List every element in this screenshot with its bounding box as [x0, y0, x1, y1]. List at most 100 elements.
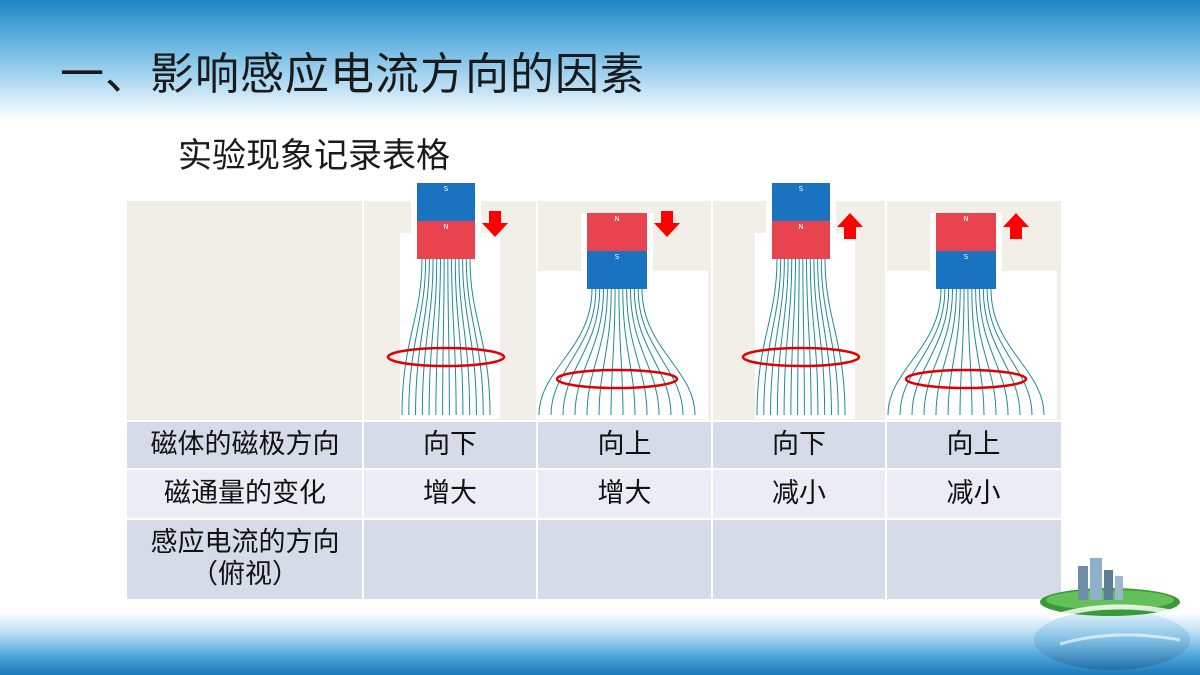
field-line — [986, 288, 1033, 416]
table-divider — [711, 201, 713, 599]
field-line — [629, 288, 660, 416]
field-line — [824, 258, 846, 416]
induced-current-4[interactable] — [886, 519, 1061, 599]
induced-current-1[interactable] — [363, 519, 537, 599]
field-line — [923, 288, 954, 416]
magnet-top-pole — [936, 213, 996, 251]
coil-ring — [386, 346, 506, 368]
magnet-top-pole-label: S — [799, 185, 804, 193]
pole-direction-2: 向上 — [537, 421, 712, 469]
pole-direction-4: 向上 — [886, 421, 1061, 469]
magnet-diagram-2: NS — [537, 211, 708, 419]
field-line — [586, 288, 608, 416]
slide-title: 一、影响感应电流方向的因素 — [60, 49, 645, 100]
field-line — [637, 288, 684, 416]
field-line — [756, 258, 778, 416]
table-corner-cell — [127, 201, 363, 421]
magnet-top-pole-label: N — [963, 215, 968, 223]
field-line — [401, 258, 423, 416]
field-line — [809, 258, 819, 416]
row-label-induced-current: 感应电流的方向 （俯视） — [127, 519, 363, 599]
field-line — [538, 288, 593, 416]
field-line — [618, 288, 624, 416]
magnet-bottom-pole — [417, 221, 475, 259]
field-line — [959, 288, 965, 416]
field-line — [817, 258, 832, 416]
field-line — [469, 258, 491, 416]
magnet-diagram-1: SN — [386, 183, 508, 419]
field-line — [806, 258, 812, 416]
magnet-top-pole — [772, 183, 830, 221]
flux-change-3: 减小 — [712, 469, 886, 519]
field-line — [947, 288, 961, 416]
field-line — [421, 258, 434, 416]
magnet-diagram-4: NS — [886, 213, 1057, 419]
field-line — [899, 288, 946, 416]
field-line — [911, 288, 950, 416]
field-line — [451, 258, 457, 416]
field-line — [813, 258, 826, 416]
field-line — [408, 258, 427, 416]
field-line — [967, 288, 973, 416]
induced-current-3[interactable] — [712, 519, 886, 599]
field-line — [598, 288, 612, 416]
field-line — [935, 288, 957, 416]
arrow-up-icon — [837, 213, 863, 239]
field-line — [415, 258, 430, 416]
field-line — [887, 288, 942, 416]
arrow-down-icon — [654, 211, 680, 237]
field-line — [990, 288, 1045, 416]
magnet-bottom-pole-label: N — [443, 223, 448, 231]
field-line — [574, 288, 605, 416]
field-line — [428, 258, 438, 416]
coil-ring — [741, 346, 861, 368]
field-line — [975, 288, 997, 416]
row-label-pole-direction: 磁体的磁极方向 — [127, 421, 363, 469]
table-divider — [127, 420, 1061, 422]
field-line — [465, 258, 484, 416]
field-line — [435, 258, 441, 416]
table-divider — [127, 468, 1061, 470]
field-line — [462, 258, 477, 416]
induced-current-2[interactable] — [537, 519, 712, 599]
field-line — [550, 288, 597, 416]
field-line — [763, 258, 782, 416]
field-line — [610, 288, 616, 416]
field-line — [442, 258, 445, 416]
field-line — [622, 288, 636, 416]
field-line — [770, 258, 785, 416]
field-line — [802, 258, 805, 416]
field-line — [633, 288, 672, 416]
magnet-top-pole — [417, 183, 475, 221]
flux-change-4: 减小 — [886, 469, 1061, 519]
field-line — [971, 288, 985, 416]
field-line — [797, 258, 800, 416]
top-decor-band — [0, 0, 1200, 120]
field-line — [776, 258, 789, 416]
field-line — [447, 258, 450, 416]
magnet-diagram-3: SN — [741, 183, 863, 419]
field-line — [626, 288, 648, 416]
bottom-decor-band — [0, 612, 1200, 675]
flux-change-2: 增大 — [537, 469, 712, 519]
magnet-bottom-pole-label: S — [964, 253, 969, 261]
table-divider — [127, 518, 1061, 520]
magnet-bottom-pole-label: S — [615, 253, 620, 261]
field-line — [454, 258, 464, 416]
field-line — [783, 258, 793, 416]
magnet-bottom-pole-label: N — [798, 223, 803, 231]
magnet-top-pole — [587, 213, 647, 251]
field-line — [978, 288, 1009, 416]
coil-ring — [555, 368, 679, 390]
table-divider — [362, 201, 364, 599]
arrow-down-icon — [482, 211, 508, 237]
row-label-flux-change: 磁通量的变化 — [127, 469, 363, 519]
magnet-top-pole-label: S — [444, 185, 449, 193]
pole-direction-3: 向下 — [712, 421, 886, 469]
magnet-bottom-pole — [772, 221, 830, 259]
magnet-top-pole-label: N — [614, 215, 619, 223]
globe-city-decor-icon — [1034, 558, 1190, 670]
flux-change-1: 增大 — [363, 469, 537, 519]
pole-direction-1: 向下 — [363, 421, 537, 469]
slide-subtitle: 实验现象记录表格 — [178, 136, 450, 176]
